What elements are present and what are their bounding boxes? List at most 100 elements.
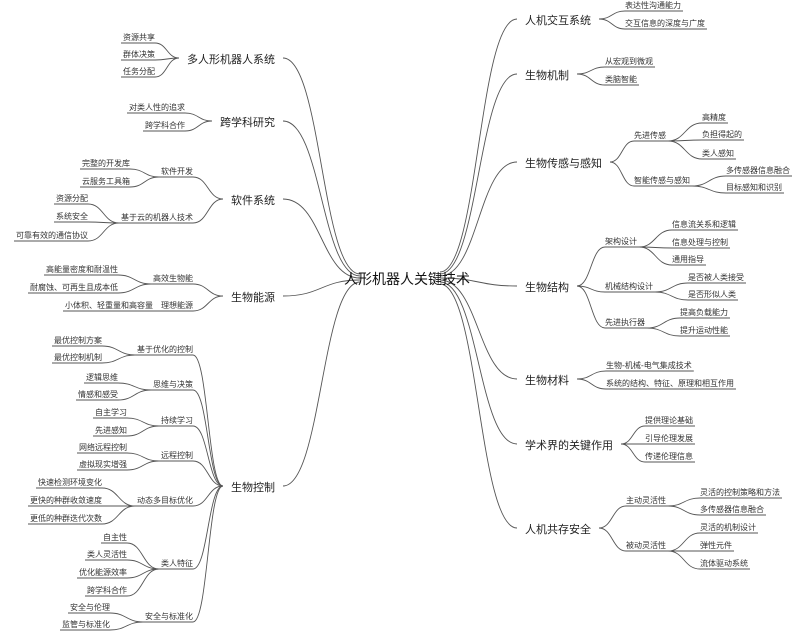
sub-branch-node[interactable]: 机械结构设计: [605, 282, 653, 291]
leaf-node[interactable]: 网络远程控制: [79, 443, 127, 452]
branch-node[interactable]: 生物能源: [231, 291, 275, 304]
root-link: [439, 283, 518, 529]
sub-branch-node[interactable]: 安全与标准化: [145, 612, 193, 621]
branch-node[interactable]: 生物结构: [525, 281, 569, 294]
branch-node[interactable]: 生物材料: [525, 374, 569, 387]
sub-branch-node[interactable]: 基于优化的控制: [137, 345, 193, 354]
leaf-link: [93, 417, 160, 427]
leaf-node[interactable]: 优化能源效率: [79, 568, 127, 577]
leaf-node[interactable]: 传递伦理信息: [645, 452, 693, 461]
leaf-node[interactable]: 类脑智能: [605, 75, 637, 84]
leaf-node[interactable]: 引导伦理发展: [645, 434, 693, 443]
leaf-node[interactable]: 系统安全: [56, 212, 88, 221]
leaf-node[interactable]: 监管与标准化: [62, 620, 110, 629]
sub-branch-node[interactable]: 被动灵活性: [626, 541, 666, 550]
leaf-node[interactable]: 生物-机械-电气集成技术: [606, 361, 692, 370]
branch-node[interactable]: 生物机制: [525, 69, 569, 82]
branch-node[interactable]: 生物传感与感知: [525, 157, 602, 170]
branch-node[interactable]: 人机交互系统: [525, 14, 591, 27]
leaf-node[interactable]: 目标感知和识别: [726, 183, 782, 192]
sub-branch-node[interactable]: 先进执行器: [605, 318, 645, 327]
leaf-node[interactable]: 提升运动性能: [680, 326, 728, 335]
leaf-node[interactable]: 资源共享: [123, 33, 155, 42]
leaf-node[interactable]: 灵活的控制策略和方法: [700, 488, 780, 497]
leaf-node[interactable]: 最优控制机制: [54, 353, 102, 362]
leaf-node[interactable]: 最优控制方案: [54, 336, 102, 345]
leaf-link: [667, 505, 766, 516]
leaf-node[interactable]: 从宏观到微观: [605, 57, 653, 66]
leaf-node[interactable]: 高精度: [702, 113, 726, 122]
branch-link: [143, 120, 213, 132]
branch-node[interactable]: 人机共存安全: [525, 523, 591, 536]
leaf-node[interactable]: 弹性元件: [700, 541, 732, 550]
sub-branch-node[interactable]: 基于云的机器人技术: [121, 213, 193, 222]
leaf-node[interactable]: 小体积、轻重量和高容量: [65, 301, 153, 310]
sub-branch-node[interactable]: 主动灵活性: [626, 496, 666, 505]
leaf-link: [60, 621, 144, 631]
branch-node[interactable]: 软件系统: [231, 194, 275, 207]
leaf-node[interactable]: 流体驱动系统: [700, 559, 748, 568]
sub-branch-node[interactable]: 远程控制: [161, 451, 193, 460]
leaf-node[interactable]: 类人感知: [702, 149, 734, 158]
sub-branch-node[interactable]: 思维与决策: [153, 380, 193, 389]
leaf-node[interactable]: 更快的种群收敛速度: [30, 496, 102, 505]
branch-node[interactable]: 多人形机器人系统: [187, 53, 275, 66]
leaf-node[interactable]: 快速检测环境变化: [38, 478, 102, 487]
branch-link: [159, 460, 224, 487]
sub-branch-node[interactable]: 架构设计: [605, 237, 637, 246]
leaf-node[interactable]: 情感和感受: [78, 390, 118, 399]
leaf-node[interactable]: 多传感器信息融合: [700, 505, 764, 514]
branch-node[interactable]: 生物控制: [231, 481, 275, 494]
branch-node[interactable]: 跨学科研究: [220, 116, 275, 129]
leaf-node[interactable]: 负担得起的: [702, 130, 742, 139]
leaf-node[interactable]: 提供理论基础: [645, 416, 693, 425]
sub-branch-node[interactable]: 先进传感: [634, 131, 666, 140]
sub-branch-node[interactable]: 动态多目标优化: [137, 496, 193, 505]
leaf-node[interactable]: 信息流关系和逻辑: [672, 220, 736, 229]
leaf-node[interactable]: 类人灵活性: [87, 550, 127, 559]
root-link: [439, 279, 518, 380]
leaf-node[interactable]: 跨学科合作: [87, 586, 127, 595]
leaf-node[interactable]: 跨学科合作: [145, 121, 185, 130]
leaf-node[interactable]: 先进感知: [95, 426, 127, 435]
leaf-node[interactable]: 虚拟现实增强: [79, 460, 127, 469]
leaf-node[interactable]: 逻辑思维: [86, 373, 118, 382]
sub-branch-node[interactable]: 智能传感与感知: [634, 176, 690, 185]
leaf-node[interactable]: 资源分配: [56, 194, 88, 203]
branch-node[interactable]: 学术界的关键作用: [525, 439, 613, 452]
root-link: [439, 73, 518, 275]
leaf-node[interactable]: 自主学习: [95, 408, 127, 417]
branch-link: [620, 443, 695, 463]
leaf-node[interactable]: 交互信息的深度与广度: [625, 19, 705, 28]
leaf-node[interactable]: 云服务工具箱: [82, 177, 130, 186]
leaf-node[interactable]: 高能量密度和耐温性: [46, 265, 118, 274]
leaf-node[interactable]: 多传感器信息融合: [726, 166, 790, 175]
leaf-node[interactable]: 提高负载能力: [680, 308, 728, 317]
sub-branch-node[interactable]: 类人特征: [161, 559, 193, 568]
leaf-node[interactable]: 群体决策: [123, 50, 155, 59]
leaf-node[interactable]: 是否形似人类: [688, 290, 736, 299]
sub-branch-node[interactable]: 高效生物能: [153, 274, 193, 283]
leaf-node[interactable]: 系统的结构、特征、原理和相互作用: [606, 379, 734, 388]
leaf-node[interactable]: 更低的种群迭代次数: [30, 514, 102, 523]
leaf-node[interactable]: 完整的开发库: [82, 159, 130, 168]
branch-link: [159, 176, 224, 200]
leaf-node[interactable]: 任务分配: [123, 67, 155, 76]
sub-branch-node[interactable]: 理想能源: [161, 301, 193, 310]
leaf-link: [667, 497, 782, 507]
leaf-node[interactable]: 对类人性的追求: [129, 103, 185, 112]
leaf-node[interactable]: 表达性沟通能力: [625, 1, 681, 10]
leaf-node[interactable]: 耐腐蚀、可再生且成本低: [30, 283, 118, 292]
leaf-node[interactable]: 安全与伦理: [70, 603, 110, 612]
sub-branch-node[interactable]: 持续学习: [161, 416, 193, 425]
sub-branch-node[interactable]: 软件开发: [161, 167, 193, 176]
root-node[interactable]: 人形机器人关键技术: [344, 272, 470, 288]
leaf-node[interactable]: 灵活的机制设计: [700, 523, 756, 532]
leaf-node[interactable]: 信息处理与控制: [672, 238, 728, 247]
leaf-node[interactable]: 可靠有效的通信协议: [16, 231, 88, 240]
leaf-node[interactable]: 是否被人类接受: [688, 273, 744, 282]
leaf-node[interactable]: 通用指导: [672, 255, 704, 264]
branch-link: [598, 527, 668, 552]
leaf-node[interactable]: 自主性: [103, 533, 127, 542]
